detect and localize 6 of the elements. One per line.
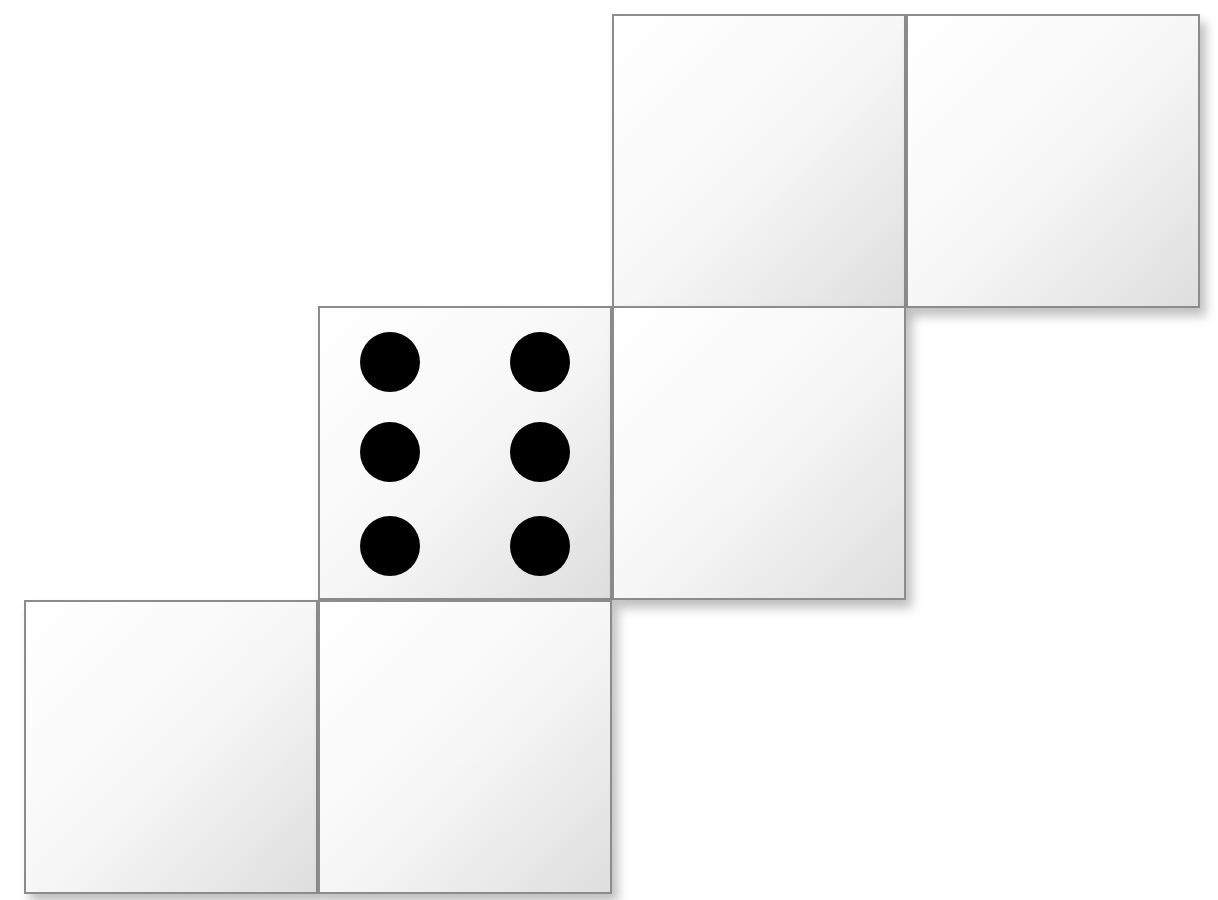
net-square [612,14,906,308]
net-square [612,306,906,600]
die-face [318,306,612,600]
net-square [318,600,612,894]
net-square [906,14,1200,308]
net-square [24,600,318,894]
